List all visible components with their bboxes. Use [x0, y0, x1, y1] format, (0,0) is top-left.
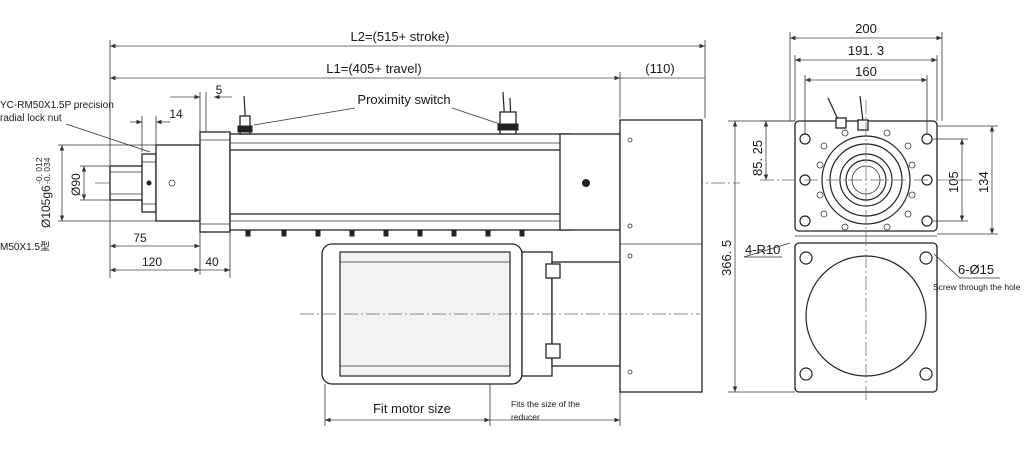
fit-motor-text: Fit motor size [373, 401, 451, 416]
reducer-hole-br [919, 367, 933, 381]
dim-l2-text: L2=(515+ stroke) [350, 29, 449, 44]
dim-3665-text: 366. 5 [719, 240, 734, 276]
radius-leader [743, 242, 791, 258]
end-view: 200 191. 3 160 85. 25 105 134 366. 5 [719, 21, 1021, 400]
dim-160-text: 160 [855, 64, 877, 79]
screw-row [245, 229, 525, 237]
rear-block-pin [582, 179, 590, 187]
dim-l1-text: L1=(405+ travel) [326, 61, 421, 76]
dim-110-text: (110) [645, 61, 674, 76]
radius-label: 4-R10 [745, 242, 780, 257]
lock-nut-label-1: YC-RM50X1.5P precision [0, 100, 114, 111]
reducer-housing [619, 119, 703, 393]
dim-120-text: 120 [142, 255, 162, 269]
dim-phi105-text: Ø105g6 [39, 185, 53, 228]
dim-1913-text: 191. 3 [848, 43, 884, 58]
dim-14-text: 14 [169, 107, 183, 121]
dim-phi105-tol-lo: -0. 034 [42, 157, 52, 184]
dim-134-text: 134 [976, 171, 991, 193]
lock-nut-leader [65, 123, 151, 153]
dim-200-text: 200 [855, 21, 877, 36]
reducer-text-1: Fits the size of the [511, 399, 580, 409]
reducer-hole-bl [799, 367, 813, 381]
proximity-leader-left [253, 107, 356, 126]
dim-5-text: 5 [216, 83, 223, 97]
dim-75-text: 75 [133, 231, 147, 245]
front-block [199, 131, 231, 233]
proximity-label: Proximity switch [357, 92, 450, 107]
screw-through-label: Screw through the hole [933, 282, 1021, 292]
nut-pin [146, 180, 152, 186]
rear-block [559, 133, 621, 231]
reducer-hole-tr [919, 251, 933, 265]
dim-40-text: 40 [205, 255, 219, 269]
holes-label: 6-Ø15 [958, 262, 994, 277]
thread-label: M50X1.5型 [0, 240, 50, 253]
reducer-hole-tl [799, 251, 813, 265]
side-view: L2=(515+ stroke) L1=(405+ travel) (110) … [0, 29, 740, 426]
front-flange [155, 144, 201, 222]
lock-nut-label-2: radial lock nut [0, 113, 62, 124]
reducer-text-2: reducer [511, 412, 540, 422]
flange-hole [168, 179, 176, 187]
dim-8525-text: 85. 25 [750, 140, 765, 176]
dim-105-text: 105 [946, 171, 961, 193]
actuator-tube [229, 133, 571, 231]
proximity-switch-right [497, 91, 519, 135]
dim-phi105-tol-up: -0. 012 [34, 157, 44, 184]
proximity-leader-right [451, 107, 501, 125]
holes-leader [933, 253, 961, 279]
dim-phi90-text: Ø90 [69, 173, 83, 196]
proximity-switch-left [237, 95, 253, 135]
